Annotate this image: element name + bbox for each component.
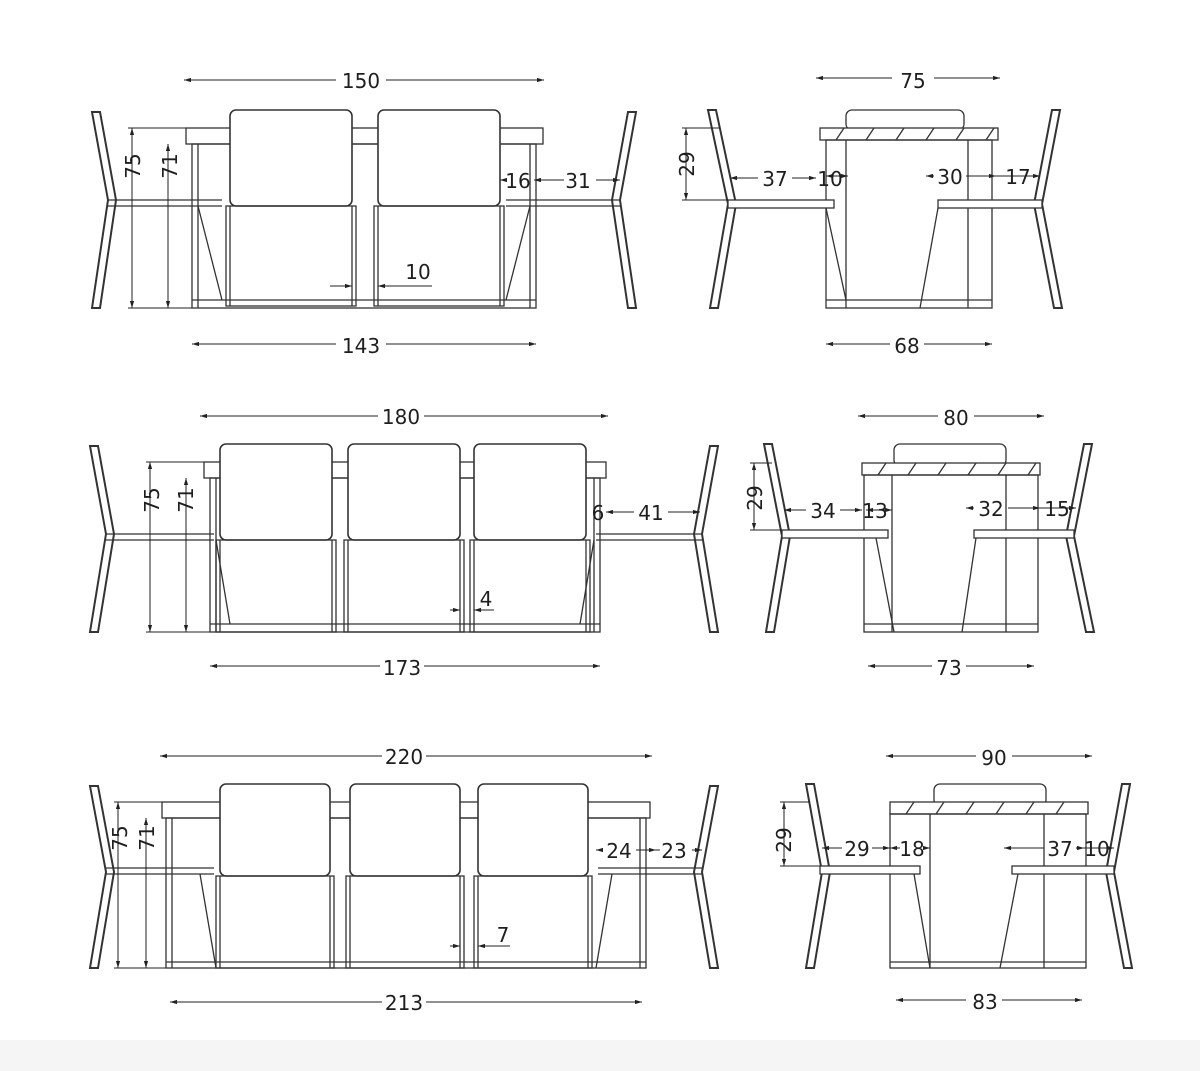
seat-depth-right-1: 30 — [937, 165, 962, 189]
table-length-2: 180 — [382, 405, 420, 429]
table-width-1: 75 — [900, 69, 925, 93]
leg-height-2: 71 — [174, 487, 198, 512]
inner-length-3: 213 — [385, 991, 423, 1015]
dimension-lines — [114, 75, 1114, 1005]
table-length-1: 150 — [342, 69, 380, 93]
offset-right-1: 17 — [1005, 165, 1030, 189]
front-view-set-1 — [90, 109, 638, 309]
chair-gap-2: 6 — [592, 501, 605, 525]
inner-length-1: 143 — [342, 334, 380, 358]
inner-width-2: 73 — [936, 656, 961, 680]
side-view-set-2 — [762, 443, 1096, 633]
table-width-3: 90 — [981, 746, 1006, 770]
seat-spacing-2: 4 — [480, 587, 493, 611]
table-height-1: 75 — [121, 153, 145, 178]
seat-depth-left-3: 29 — [844, 837, 869, 861]
seat-depth-right-2: 32 — [978, 497, 1003, 521]
chair-depth-3: 23 — [661, 839, 686, 863]
seat-spacing-1: 10 — [405, 260, 430, 284]
table-height-2: 75 — [140, 487, 164, 512]
offset-right-3: 10 — [1084, 837, 1109, 861]
offset-left-1: 10 — [817, 167, 842, 191]
leg-height-3: 71 — [135, 825, 159, 850]
table-height-3: 75 — [108, 825, 132, 850]
dimension-labels: 150 143 75 71 10 16 31 75 68 29 37 10 30… — [108, 69, 1110, 1015]
seat-spacing-3: 7 — [497, 923, 510, 947]
inner-width-3: 83 — [972, 990, 997, 1014]
seat-depth-left-2: 34 — [810, 499, 835, 523]
leg-height-1: 71 — [158, 153, 182, 178]
seat-depth-left-1: 37 — [762, 167, 787, 191]
front-view-set-3 — [88, 783, 720, 969]
side-view-set-3 — [804, 783, 1134, 969]
chair-depth-1: 31 — [565, 169, 590, 193]
side-view-set-1 — [706, 109, 1064, 309]
chair-gap-3: 24 — [606, 839, 631, 863]
chair-gap-1: 16 — [505, 169, 530, 193]
seat-depth-right-3: 37 — [1047, 837, 1072, 861]
table-length-3: 220 — [385, 745, 423, 769]
front-view-set-2 — [88, 443, 720, 633]
table-width-2: 80 — [943, 406, 968, 430]
offset-left-3: 18 — [899, 837, 924, 861]
chair-depth-2: 41 — [638, 501, 663, 525]
footer-band — [0, 1040, 1200, 1071]
seat-height-2: 29 — [743, 485, 767, 510]
offset-right-2: 15 — [1044, 497, 1069, 521]
inner-width-1: 68 — [894, 334, 919, 358]
inner-length-2: 173 — [383, 656, 421, 680]
seat-height-1: 29 — [675, 151, 699, 176]
seat-height-3: 29 — [772, 827, 796, 852]
offset-left-2: 13 — [862, 499, 887, 523]
